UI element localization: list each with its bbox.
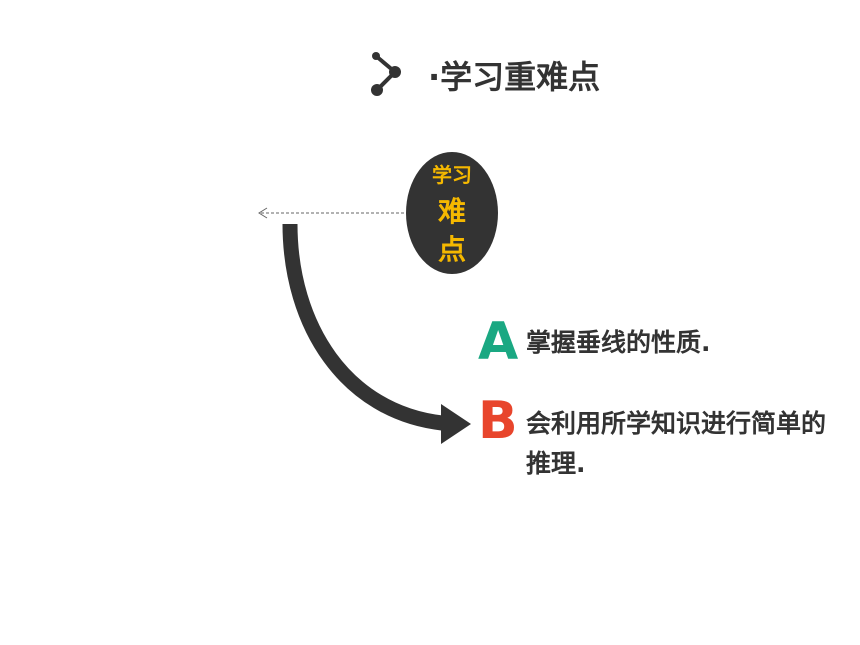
difficulty-badge: 学习 难 点	[406, 152, 498, 274]
item-a-letter: A	[478, 312, 519, 372]
title-bullet: ·	[428, 58, 441, 96]
item-b-letter: B	[478, 391, 518, 451]
badge-line-1: 学习	[432, 163, 472, 187]
title-text: 学习重难点	[440, 58, 601, 96]
page-title: ·学习重难点	[428, 52, 600, 98]
badge-line-2: 难	[437, 195, 466, 228]
badge-line-3: 点	[437, 233, 466, 266]
item-b-text: 会利用所学知识进行简单的推理.	[526, 409, 827, 478]
curved-arrow-icon	[282, 223, 471, 444]
dashed-pointer-line	[258, 207, 407, 219]
item-a-text: 掌握垂线的性质.	[526, 328, 711, 357]
network-node-icon	[371, 52, 401, 96]
